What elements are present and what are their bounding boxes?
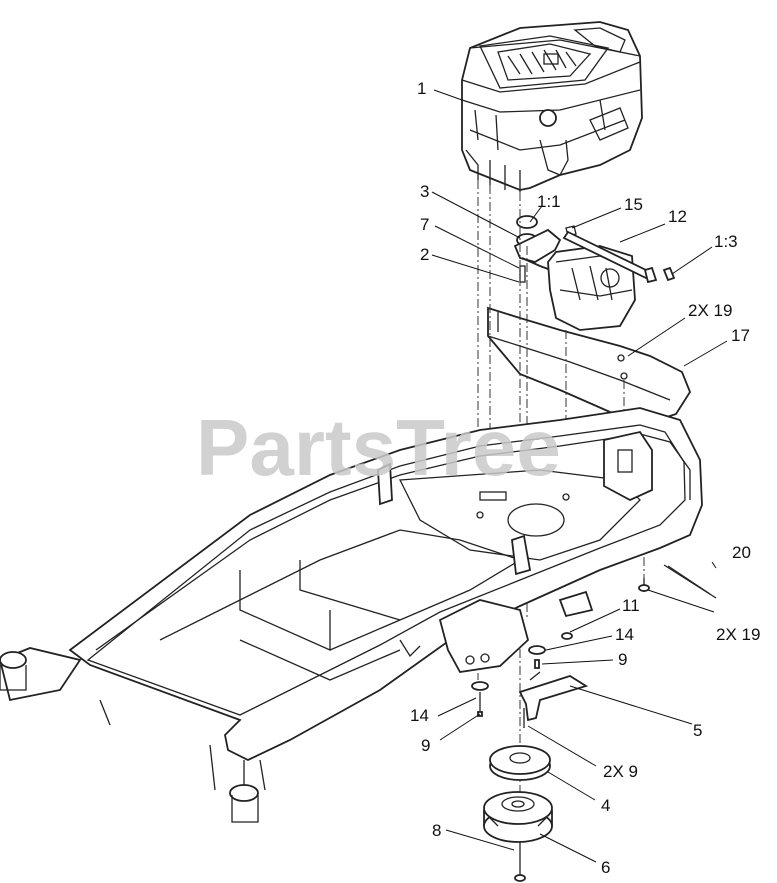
callout-2x9: 2X 9 bbox=[603, 762, 638, 781]
callout-15: 15 bbox=[624, 195, 643, 214]
callout-17: 17 bbox=[731, 326, 750, 345]
callout-12: 12 bbox=[668, 207, 687, 226]
callout-5: 5 bbox=[693, 721, 703, 740]
engine bbox=[461, 21, 643, 192]
callout-9-left: 9 bbox=[421, 736, 431, 755]
callout-3: 3 bbox=[420, 182, 430, 201]
callout-20: 20 bbox=[732, 543, 751, 562]
hardware bbox=[471, 564, 717, 882]
callout-14-left: 14 bbox=[410, 706, 429, 725]
callout-7: 7 bbox=[420, 215, 430, 234]
pulley-and-clutch bbox=[483, 745, 553, 843]
tailpipe bbox=[562, 230, 676, 284]
callout-4: 4 bbox=[601, 796, 611, 815]
leader-lines bbox=[431, 89, 728, 863]
callout-2x19-right: 2X 19 bbox=[716, 625, 761, 644]
watermark: PartsTree bbox=[196, 403, 561, 492]
callout-1-3: 1:3 bbox=[714, 232, 738, 251]
mower-frame bbox=[0, 407, 703, 823]
exhaust-parts bbox=[513, 215, 636, 331]
callout-2x19-top: 2X 19 bbox=[688, 301, 733, 320]
callout-14-right: 14 bbox=[615, 625, 634, 644]
callout-2: 2 bbox=[420, 245, 430, 264]
heat-shield bbox=[487, 306, 692, 427]
callout-1-1: 1:1 bbox=[537, 192, 561, 211]
callout-9-right: 9 bbox=[618, 650, 628, 669]
callout-8: 8 bbox=[432, 821, 442, 840]
callout-1: 1 bbox=[417, 79, 427, 98]
callout-6: 6 bbox=[601, 858, 611, 877]
callout-11: 11 bbox=[622, 596, 640, 615]
